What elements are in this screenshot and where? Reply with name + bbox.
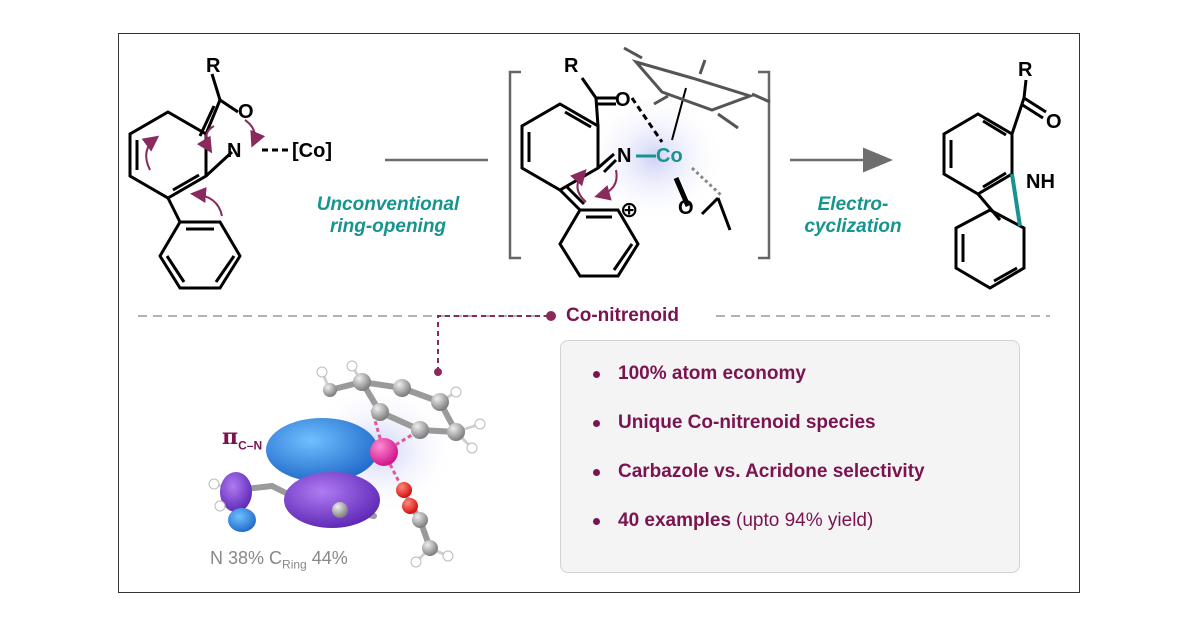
c-percent: 44% — [311, 548, 348, 568]
left-n-label: N — [227, 140, 242, 162]
pi-subscript: C–N — [238, 438, 263, 453]
callout-leader — [437, 315, 548, 372]
left-co-label: [Co] — [292, 140, 332, 162]
bullet-icon — [593, 517, 600, 525]
step2-label-line2: cyclization — [804, 216, 902, 237]
step2-label: Electro- cyclization — [788, 194, 918, 238]
step1-label: Unconventional ring-opening — [300, 194, 476, 238]
mid-o-label: O — [615, 89, 631, 111]
n-percent: N 38% — [210, 548, 265, 568]
mid-o2-label: O — [678, 197, 694, 219]
middle-curly-arrows — [570, 168, 618, 203]
contribution-label: N 38% CRing 44% — [210, 548, 348, 572]
step2-label-line1: Electro- — [817, 194, 889, 215]
bullet-icon — [593, 419, 600, 427]
mid-n-label: N — [617, 145, 632, 167]
middle-molecule — [520, 77, 732, 278]
highlight-text: 100% atom economy — [618, 363, 806, 384]
bullet-icon — [593, 370, 600, 378]
right-molecule — [942, 79, 1047, 290]
right-nh-label: NH — [1026, 171, 1055, 193]
highlight-item: Unique Co-nitrenoid species — [593, 412, 1019, 434]
callout-title: Co-nitrenoid — [566, 305, 679, 326]
pi-cn-label: πC–N — [222, 424, 262, 452]
c-subscript: Ring — [282, 557, 307, 572]
pi-symbol: π — [222, 424, 239, 450]
highlight-item: 100% atom economy — [593, 363, 1019, 385]
highlight-item: 40 examples(upto 94% yield) — [593, 510, 1019, 532]
cp-ring — [623, 46, 771, 130]
step1-label-line2: ring-opening — [329, 216, 447, 237]
highlight-text: Unique Co-nitrenoid species — [618, 412, 876, 433]
left-r-label: R — [206, 55, 221, 77]
left-o-label: O — [238, 101, 254, 123]
leader-dot-end — [434, 368, 442, 376]
right-o-label: O — [1046, 111, 1062, 133]
highlight-text: 40 examples — [618, 510, 732, 531]
highlight-text: Carbazole vs. Acridone selectivity — [618, 461, 925, 482]
co-glow — [585, 93, 725, 223]
highlight-note: (upto 94% yield) — [736, 510, 874, 531]
new-c-n-bond — [1010, 173, 1022, 227]
highlights-list: 100% atom economy Unique Co-nitrenoid sp… — [561, 341, 1019, 532]
cation-symbol: ⊕ — [620, 197, 639, 222]
step1-label-line1: Unconventional — [316, 194, 460, 215]
leader-dot-start — [546, 311, 556, 321]
right-r-label: R — [1018, 59, 1033, 81]
left-curly-arrows — [141, 119, 266, 217]
orbital-model — [208, 360, 486, 568]
left-molecule — [128, 73, 290, 290]
brackets — [508, 70, 771, 260]
mid-co-label: Co — [656, 145, 683, 167]
c-symbol: C — [269, 548, 283, 568]
mid-r-label: R — [564, 55, 579, 77]
bullet-icon — [593, 468, 600, 476]
highlights-panel: 100% atom economy Unique Co-nitrenoid sp… — [560, 340, 1020, 573]
highlight-item: Carbazole vs. Acridone selectivity — [593, 461, 1019, 483]
